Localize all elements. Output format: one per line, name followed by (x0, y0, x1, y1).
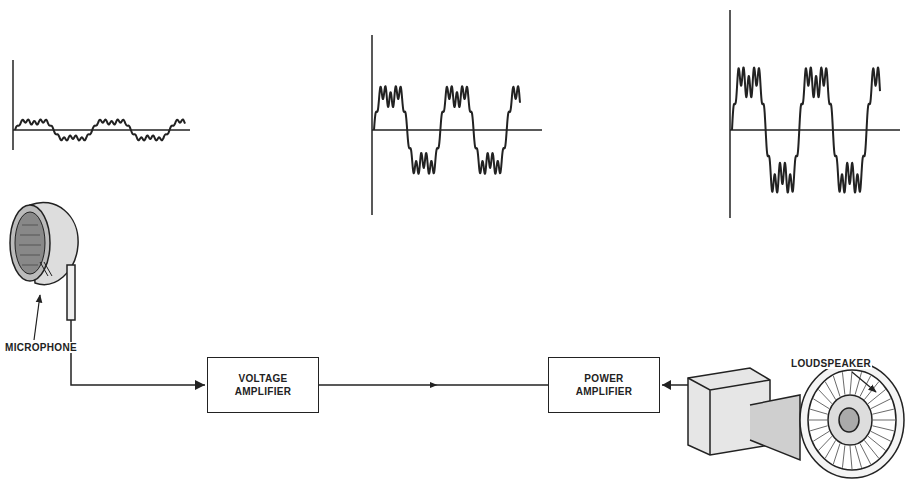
cone-rib (871, 399, 891, 409)
cone-rib (825, 440, 835, 458)
cone-rib (813, 431, 829, 441)
signal-connector (319, 384, 548, 386)
leader-line (852, 372, 876, 392)
cone-rib (868, 389, 886, 403)
cone-rib (825, 382, 835, 400)
cone-rib (810, 426, 827, 431)
cone-rib (871, 431, 891, 441)
cone-rib (833, 443, 840, 464)
waveform (374, 86, 520, 174)
cone-rib (872, 409, 893, 414)
box-label: POWER AMPLIFIER (565, 372, 643, 399)
cone-rib (842, 445, 844, 467)
wire-arrow (662, 380, 671, 390)
waveform (15, 120, 185, 141)
amplifier-box: VOLTAGE AMPLIFIER (207, 357, 319, 413)
cone-rib (873, 420, 895, 421)
cone-rib (833, 376, 840, 397)
cone-rib (850, 446, 852, 469)
part-label: MICROPHONE (4, 342, 78, 353)
cone-rib (872, 426, 893, 431)
microphone-symbol (10, 202, 205, 390)
cone-rib (809, 420, 827, 421)
cone-rib (850, 371, 852, 394)
cone-rib (813, 399, 829, 409)
cone-rib (818, 389, 832, 403)
waveform (15, 67, 880, 192)
box-label: VOLTAGE AMPLIFIER (224, 372, 302, 399)
cone-rib (855, 445, 861, 467)
loudspeaker-symbol (688, 362, 904, 478)
waveform-axes (13, 10, 900, 218)
cone-rib (860, 443, 871, 464)
part-label: LOUDSPEAKER (790, 358, 872, 369)
leader-line (34, 295, 40, 340)
cone-rib (810, 409, 827, 414)
cone-rib (842, 372, 844, 394)
cone-rib (818, 436, 832, 450)
amplifier-box: POWER AMPLIFIER (548, 357, 660, 413)
waveform (732, 67, 880, 192)
